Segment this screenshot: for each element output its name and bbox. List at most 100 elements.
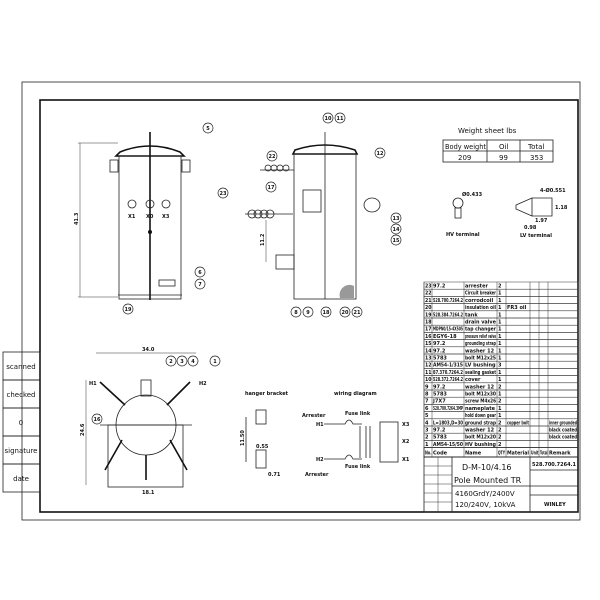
table-cell: MDPN0/15-4X505 xyxy=(433,327,463,333)
balloon-5: 5 xyxy=(202,122,214,134)
table-cell: 5783 xyxy=(433,392,447,398)
side-dimension: 11.2 xyxy=(260,233,266,246)
table-cell: 11 xyxy=(425,370,432,376)
table-cell: 2 xyxy=(498,384,502,390)
signature-label: scanned xyxy=(6,363,35,371)
front-view: X1 X0 X3 41.3 xyxy=(74,132,191,300)
svg-text:11: 11 xyxy=(337,116,344,122)
table-cell: pressure relief valve xyxy=(465,334,496,340)
table-cell: 3 xyxy=(425,428,429,434)
table-cell: 528.700.7264.3MP xyxy=(433,406,463,412)
svg-text:7: 7 xyxy=(198,282,202,288)
table-cell: 4 xyxy=(425,420,429,426)
table-cell: 1 xyxy=(498,370,502,376)
table-cell: 5783 xyxy=(433,435,447,441)
table-cell: 1 xyxy=(498,413,502,419)
table-cell: FR3 oil xyxy=(507,305,527,311)
label-h2: H2 xyxy=(199,381,207,387)
table-cell: 528.372.7264.2 xyxy=(433,377,463,383)
lv-terminal-dim-2: 1.18 xyxy=(555,205,568,211)
width-dimension: 34.0 xyxy=(142,347,155,353)
table-cell: sealing gasket xyxy=(465,370,496,376)
signature-box xyxy=(2,463,41,493)
hanger-title: hanger bracket xyxy=(245,391,289,397)
balloon-17: 17 xyxy=(265,181,277,193)
outer-frame xyxy=(21,81,581,521)
drawing-code: 528.700.7264.1 xyxy=(532,462,576,468)
wiring-x2: X2 xyxy=(402,439,410,445)
table-cell: 3 xyxy=(498,363,502,369)
balloon-19: 19 xyxy=(122,303,134,315)
table-cell: nameplate xyxy=(465,406,496,412)
balloon-10: 10 xyxy=(322,112,334,124)
power-rating: 120/240V, 10kVA xyxy=(455,501,516,509)
fuse-label-top: Fuse link xyxy=(345,411,371,417)
table-cell: arrester xyxy=(465,284,488,290)
table-cell: 2 xyxy=(498,284,502,290)
table-cell: 15 xyxy=(425,341,432,347)
table-cell: black coated xyxy=(549,428,577,434)
wiring-x3: X3 xyxy=(402,422,410,428)
wiring-title: wiring diagram xyxy=(334,391,377,397)
balloon-20: 20 xyxy=(339,306,351,318)
lv-terminal-dim-4: 0.98 xyxy=(524,225,537,231)
hanger-bracket: hanger bracket 11.50 0.55 0.71 xyxy=(240,391,289,478)
hv-terminal-label: HV terminal xyxy=(446,232,480,238)
table-cell: 87.370.7264.2 xyxy=(433,370,463,376)
svg-text:1: 1 xyxy=(213,359,217,365)
balloon-23: 23 xyxy=(217,187,229,199)
total-weight-value: 353 xyxy=(530,154,543,162)
table-header: Material xyxy=(507,451,529,457)
table-header: Name xyxy=(465,451,482,457)
voltage-rating: 4160GrdY/2400V xyxy=(455,490,515,498)
table-cell: 1 xyxy=(498,356,502,362)
table-cell: 1 xyxy=(498,320,502,326)
balloon-8: 8 xyxy=(290,306,302,318)
svg-text:21: 21 xyxy=(354,310,361,316)
base-dimension: 18.1 xyxy=(142,490,155,496)
balloon-4: 4 xyxy=(187,355,199,367)
table-cell: cover xyxy=(465,377,481,383)
table-cell: Circuit breaker xyxy=(465,291,496,297)
signature-label: signature xyxy=(5,447,38,455)
svg-text:2: 2 xyxy=(169,359,173,365)
side-view: 11.2 xyxy=(245,132,381,300)
table-cell: bolt M12x30 xyxy=(465,392,496,398)
table-cell: 13 xyxy=(425,356,432,362)
weight-header: Total xyxy=(527,143,544,151)
table-cell: washer 12 xyxy=(465,384,495,390)
table-cell: L=1803,D=30 xyxy=(433,420,463,426)
table-cell: 2 xyxy=(498,435,502,441)
balloon-18: 18 xyxy=(320,306,332,318)
balloon-21: 21 xyxy=(351,306,363,318)
wiring-h2: H2 xyxy=(316,457,324,463)
balloon-6: 6 xyxy=(194,266,206,278)
svg-text:4: 4 xyxy=(191,359,195,365)
table-cell: hold down gear xyxy=(465,413,496,419)
table-cell: 20 xyxy=(425,305,432,311)
table-cell: HV bushing xyxy=(465,442,496,448)
svg-text:9: 9 xyxy=(306,310,310,316)
lv-terminal-dim-3: 1.97 xyxy=(535,218,548,224)
balloon-9: 9 xyxy=(302,306,314,318)
table-cell: 1 xyxy=(498,305,502,311)
weight-sheet-title: Weight sheet lbs xyxy=(458,127,517,135)
table-cell: 97.2 xyxy=(433,341,446,347)
table-cell: 1 xyxy=(498,312,502,318)
arrester-label-top: Arrester xyxy=(302,413,326,419)
label-x3: X3 xyxy=(162,214,170,220)
table-header: QTY xyxy=(498,451,505,457)
